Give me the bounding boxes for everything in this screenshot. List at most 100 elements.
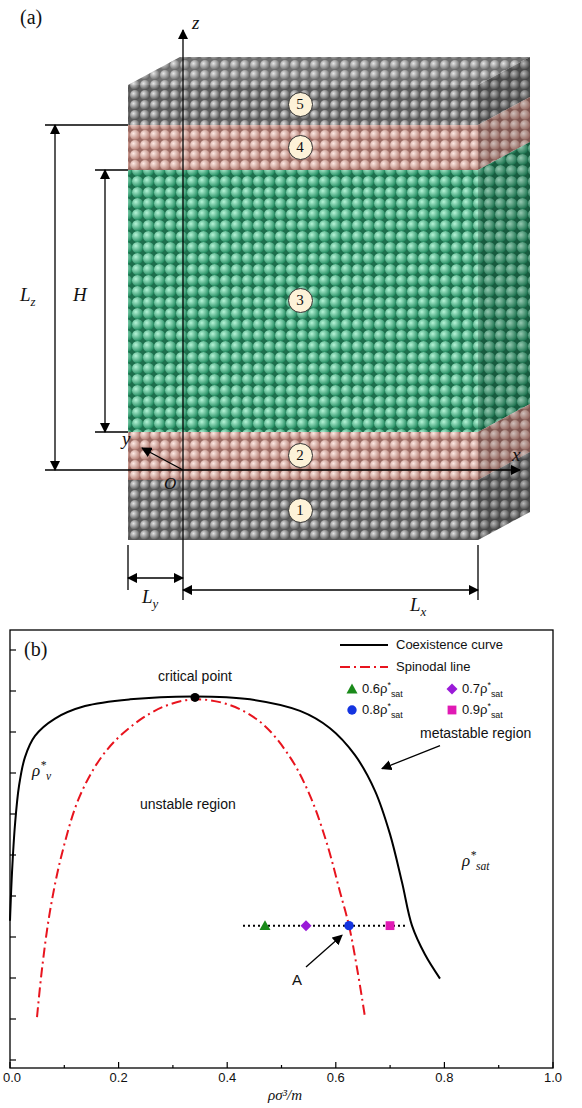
y-axis	[142, 448, 183, 470]
legend-text: 0.9ρ*sat	[462, 703, 503, 718]
state-marker	[260, 920, 271, 930]
wall-layer	[128, 85, 478, 125]
dimension-label: Lx	[410, 594, 426, 616]
legend-text: Spinodal line	[396, 660, 470, 675]
legend-sample	[447, 684, 458, 695]
layer-number-circle: 5	[288, 92, 313, 117]
dimension-line	[128, 577, 183, 578]
layer-number-circle: 4	[288, 135, 313, 160]
leader-arrow	[306, 935, 342, 967]
dimension-label: Ly	[142, 586, 158, 608]
z-axis	[182, 30, 183, 470]
curve-label: ρ*sat	[462, 851, 489, 871]
legend-sample	[347, 705, 356, 714]
axes-and-dimensions	[45, 30, 520, 600]
y-tick	[10, 1018, 16, 1019]
x-tick	[498, 1065, 499, 1068]
state-marker	[386, 921, 395, 930]
x-tick	[172, 1065, 173, 1068]
x-tick	[552, 1062, 553, 1068]
curve-label: ρ*v	[32, 761, 51, 781]
legend-samples	[340, 645, 458, 715]
critical-point-dot	[191, 693, 200, 702]
origin-label: O	[164, 474, 176, 494]
tick-label: 0.6	[327, 1071, 345, 1086]
callout-number: 1	[296, 503, 304, 518]
leader-arrow	[382, 746, 440, 769]
dimension-line	[54, 125, 55, 470]
region-label: unstable region	[140, 796, 236, 812]
dimension-line	[183, 589, 478, 590]
axis-name: x	[512, 444, 520, 466]
legend-sample	[347, 684, 358, 694]
callout-number: 3	[296, 293, 304, 308]
side-face-shade	[478, 57, 530, 540]
wall-layer	[128, 432, 478, 480]
x-tick	[9, 1062, 10, 1068]
tick-label: 0.2	[110, 1071, 128, 1086]
coexistence-curve	[10, 696, 440, 978]
point-label: A	[292, 971, 302, 988]
legend-sample	[448, 706, 457, 715]
top-face	[128, 57, 530, 85]
x-tick	[118, 1062, 119, 1068]
wall-layer	[128, 125, 478, 170]
extension-line	[95, 169, 128, 170]
legend-text: Coexistence curve	[396, 638, 503, 653]
y-tick	[10, 731, 16, 732]
callout-number: 5	[296, 97, 304, 112]
extension-line	[45, 124, 128, 125]
axis-name: y	[122, 428, 130, 450]
wall-layer	[128, 480, 478, 540]
x-tick	[281, 1065, 282, 1068]
extension-line	[182, 470, 183, 600]
dimension-label: Lz	[20, 284, 36, 306]
tick-label: 0.0	[3, 1071, 21, 1086]
legend-text: 0.8ρ*sat	[362, 703, 403, 718]
y-tick	[10, 690, 16, 691]
axis-name: z	[192, 12, 199, 34]
panel-label: (a)	[20, 6, 42, 29]
y-tick	[10, 649, 16, 650]
phase-diagram	[10, 630, 553, 1068]
plot-frame	[10, 630, 553, 1068]
x-tick	[444, 1062, 445, 1068]
tick-label: 0.8	[435, 1071, 453, 1086]
layer-number-circle: 1	[288, 498, 313, 523]
x-tick	[335, 1062, 336, 1068]
x-tick	[390, 1065, 391, 1068]
region-label: metastable region	[420, 725, 531, 741]
panel-label: (b)	[24, 638, 47, 661]
fluid-layer	[128, 170, 478, 432]
callout-number: 4	[296, 140, 304, 155]
state-marker	[301, 920, 312, 931]
y-tick	[10, 936, 16, 937]
layer-number-circle: 2	[288, 443, 313, 468]
tick-label: 0.4	[218, 1071, 236, 1086]
layer-number-circle: 3	[288, 288, 313, 313]
y-tick	[10, 1059, 16, 1060]
tick-label: 1.0	[544, 1071, 562, 1086]
x-tick	[64, 1065, 65, 1068]
x-tick	[227, 1062, 228, 1068]
legend-text: 0.7ρ*sat	[462, 682, 503, 697]
callout-number: 2	[296, 448, 304, 463]
point-label: critical point	[158, 668, 232, 684]
extension-line	[477, 545, 478, 600]
state-marker	[344, 921, 353, 930]
legend-sample	[340, 644, 388, 646]
dimension-line	[104, 170, 105, 432]
extension-line	[127, 545, 128, 590]
x-axis	[45, 469, 520, 470]
spinodal-curve	[37, 699, 365, 1017]
y-tick	[10, 772, 16, 773]
legend-text: 0.6ρ*sat	[362, 682, 403, 697]
top-face-light	[128, 57, 530, 85]
dimension-label: H	[73, 284, 87, 306]
atom-block	[128, 57, 530, 540]
legend-sample	[340, 666, 388, 668]
y-tick	[10, 977, 16, 978]
axis-title: ρσ³/m	[268, 1087, 302, 1104]
